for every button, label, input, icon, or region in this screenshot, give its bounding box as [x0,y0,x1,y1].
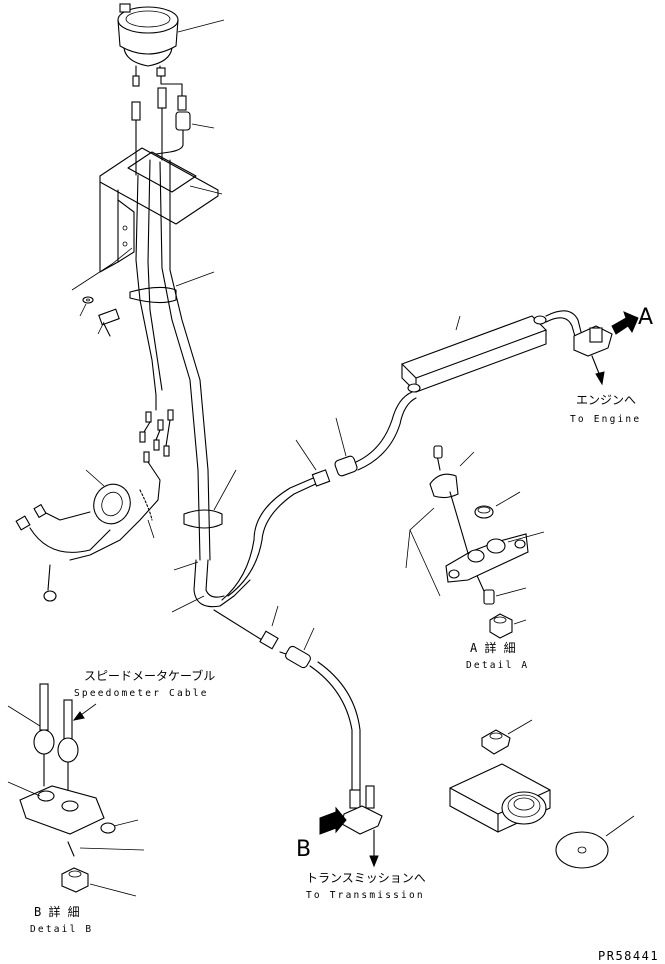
detail-a-label-en: Detail A [466,660,529,671]
detail-b-label-en: Detail B [30,924,93,935]
bearing-block [449,763,551,833]
detail-a-label-jp: A 詳 細 [470,640,516,655]
to-engine-label-jp: エンジンへ [576,393,636,407]
to-transmission-label-jp: トランスミッションへ [306,871,426,885]
disc-seal [555,831,609,869]
drawing-number: PR58441 [598,949,659,963]
detail-a [429,445,529,639]
speedometer-cable-label-jp: スピードメータケーブル [84,668,215,683]
cap-nut [481,729,511,755]
mounting-bracket [99,147,219,273]
cable-connectors [131,87,191,176]
marker-a: A [638,305,653,330]
engine-fitting [573,325,613,386]
speedometer-gauge [117,3,183,97]
connector-cluster [69,394,174,561]
detail-b-label-jp: B 詳 細 [34,904,80,919]
bolt-and-washer [82,296,120,337]
to-transmission-label-en: To Transmission [306,890,425,901]
to-engine-label-en: To Engine [570,414,641,425]
detail-b [19,683,116,893]
transmission-fitting [341,785,383,868]
grommet [93,483,131,525]
protective-sleeve [401,315,547,393]
speedometer-cable-label-en: Speedometer Cable [74,688,209,699]
marker-b: B [296,837,311,862]
